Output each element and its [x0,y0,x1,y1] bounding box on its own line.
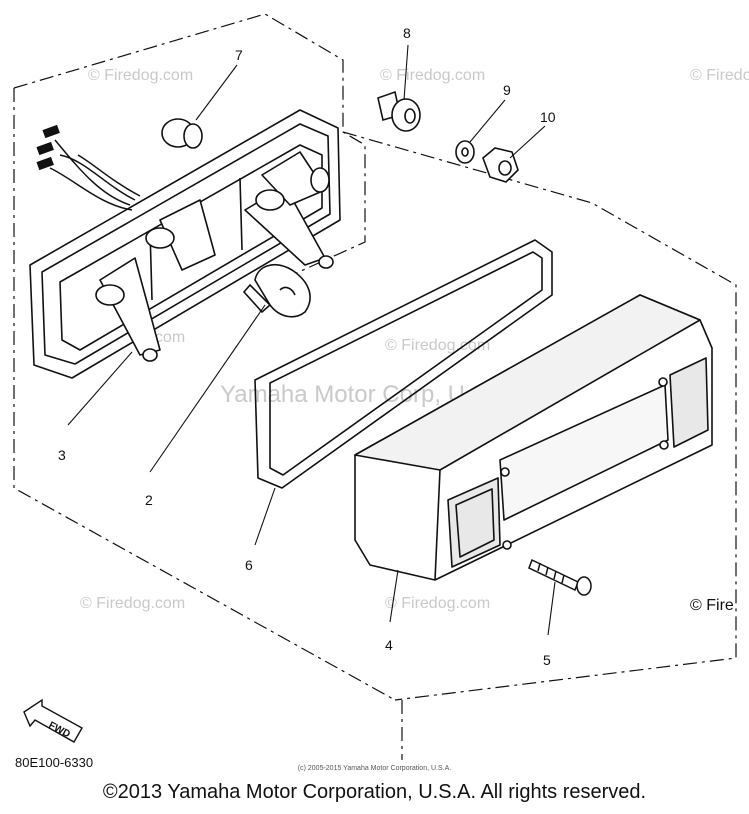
screw [528,558,592,596]
callout-3: 3 [58,447,66,463]
lamp-housing [29,109,341,379]
nut [482,147,519,183]
grommet [161,118,203,149]
small-note: (c) 2005-2015 Yamaha Motor Corporation, … [297,765,452,772]
watermark-site: © Firedog.com [380,67,485,84]
callout-7: 7 [235,47,243,63]
gasket [254,239,553,489]
callouts: 2 3 4 5 6 7 8 9 10 [58,25,556,668]
watermark-site: © Firedog.com [88,67,193,84]
callout-4: 4 [385,637,393,653]
watermark-site: © Firedog.com [80,595,185,612]
copyright-text: ©2013 Yamaha Motor Corporation, U.S.A. A… [102,781,647,803]
watermark-site: © Firedog.com [690,67,749,84]
callout-2: 2 [145,492,153,508]
watermark-site: © Firedog.com [385,595,490,612]
callout-6: 6 [245,557,253,573]
callout-10: 10 [540,109,556,125]
lens [354,294,713,581]
washer [455,140,475,164]
callout-8: 8 [403,25,411,41]
collar [377,90,421,132]
part-code: 80E100-6330 [15,755,93,770]
watermark-edge: © Fire [690,597,734,614]
leader-lines [67,44,556,636]
callout-5: 5 [543,652,551,668]
bulb [242,264,311,318]
wire-harness [36,124,141,211]
fwd-arrow: FWD [23,698,83,743]
callout-9: 9 [503,82,511,98]
watermark-site: © Firedog.com [385,337,490,354]
